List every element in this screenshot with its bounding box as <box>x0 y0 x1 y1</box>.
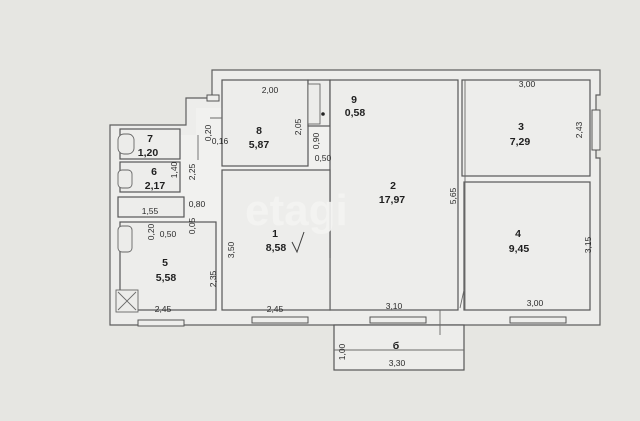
dim-v-350: 3,50 <box>226 241 236 258</box>
dim-v-005: 0,05 <box>187 217 197 234</box>
dim-top-8: 2,00 <box>262 85 279 95</box>
room-9-area: 0,58 <box>345 107 366 119</box>
balcony <box>333 324 465 371</box>
window-top-left <box>206 94 220 102</box>
room-2 <box>329 79 459 311</box>
room-5-number: 5 <box>162 257 168 269</box>
marker-dot <box>321 112 325 116</box>
bathtub-fixture <box>117 225 133 253</box>
room-3-number: 3 <box>518 121 524 133</box>
dim-h-155: 1,55 <box>142 206 159 216</box>
room-5-area: 5,58 <box>156 272 177 284</box>
window-room-4 <box>509 316 567 324</box>
dim-h-050-top: 0,50 <box>315 153 332 163</box>
dim-v-235: 2,35 <box>208 270 218 287</box>
dim-bottom-2: 3,10 <box>386 301 403 311</box>
corridor-strip <box>117 196 185 218</box>
room-7-number: 7 <box>147 133 153 145</box>
room-2-number: 2 <box>390 180 396 192</box>
room-6-number: 6 <box>151 166 157 178</box>
dim-balcony-width: 3,30 <box>389 358 406 368</box>
stove-diagonals <box>117 291 137 311</box>
room-4 <box>463 181 591 311</box>
dimension-labels: 2,00 3,00 2,05 0,90 0,50 0,16 0,20 1,40 … <box>142 79 593 368</box>
room-8 <box>221 79 309 167</box>
dim-bottom-1: 2,45 <box>267 304 284 314</box>
room-7-area: 1,20 <box>138 147 159 159</box>
room-1-number: 1 <box>272 228 278 240</box>
room-4-number: 4 <box>515 228 521 240</box>
sink-fixture-6 <box>117 169 133 189</box>
dim-v-565: 5,65 <box>448 187 458 204</box>
dim-bottom-5: 2,45 <box>155 304 172 314</box>
window-room-2 <box>369 316 427 324</box>
dim-v-315: 3,15 <box>583 236 593 253</box>
room-3-area: 7,29 <box>510 136 531 148</box>
dim-v-243: 2,43 <box>574 121 584 138</box>
dim-v-020-top: 0,20 <box>203 124 213 141</box>
pen-checkmark <box>291 231 305 254</box>
room-8-area: 5,87 <box>249 139 270 151</box>
dim-v-225: 2,25 <box>187 163 197 180</box>
dim-v-8: 2,05 <box>293 118 303 135</box>
room-1-area: 8,58 <box>266 242 287 254</box>
room-3 <box>461 79 591 177</box>
vent-duct <box>307 83 321 125</box>
room-9-number: 9 <box>351 94 357 106</box>
toilet-fixture <box>117 133 135 155</box>
dim-h-016: 0,16 <box>212 136 229 146</box>
guide-lines <box>197 80 466 351</box>
window-room-1 <box>251 316 309 324</box>
balcony-number: б <box>393 340 400 352</box>
dim-top-3: 3,00 <box>519 79 536 89</box>
room-labels: 7 1,20 6 2,17 5 5,58 8 5,87 9 0,58 1 8,5… <box>138 94 531 352</box>
dim-v-020-mid: 0,20 <box>146 223 156 240</box>
watermark: etagi <box>245 186 348 235</box>
dim-v-140: 1,40 <box>169 161 179 178</box>
room-4-area: 9,45 <box>509 243 530 255</box>
dim-v-9: 0,90 <box>311 132 321 149</box>
room-1 <box>221 169 331 311</box>
room-8-number: 8 <box>256 125 262 137</box>
dim-h-050-mid: 0,50 <box>160 229 177 239</box>
dim-balcony-depth: 1,00 <box>337 343 347 360</box>
room-2-area: 17,97 <box>379 194 405 206</box>
dim-h-080: 0,80 <box>189 199 206 209</box>
room-6-area: 2,17 <box>145 180 166 192</box>
window-room-3 <box>591 109 601 151</box>
dim-bottom-4: 3,00 <box>527 298 544 308</box>
window-kitchen <box>137 319 185 327</box>
